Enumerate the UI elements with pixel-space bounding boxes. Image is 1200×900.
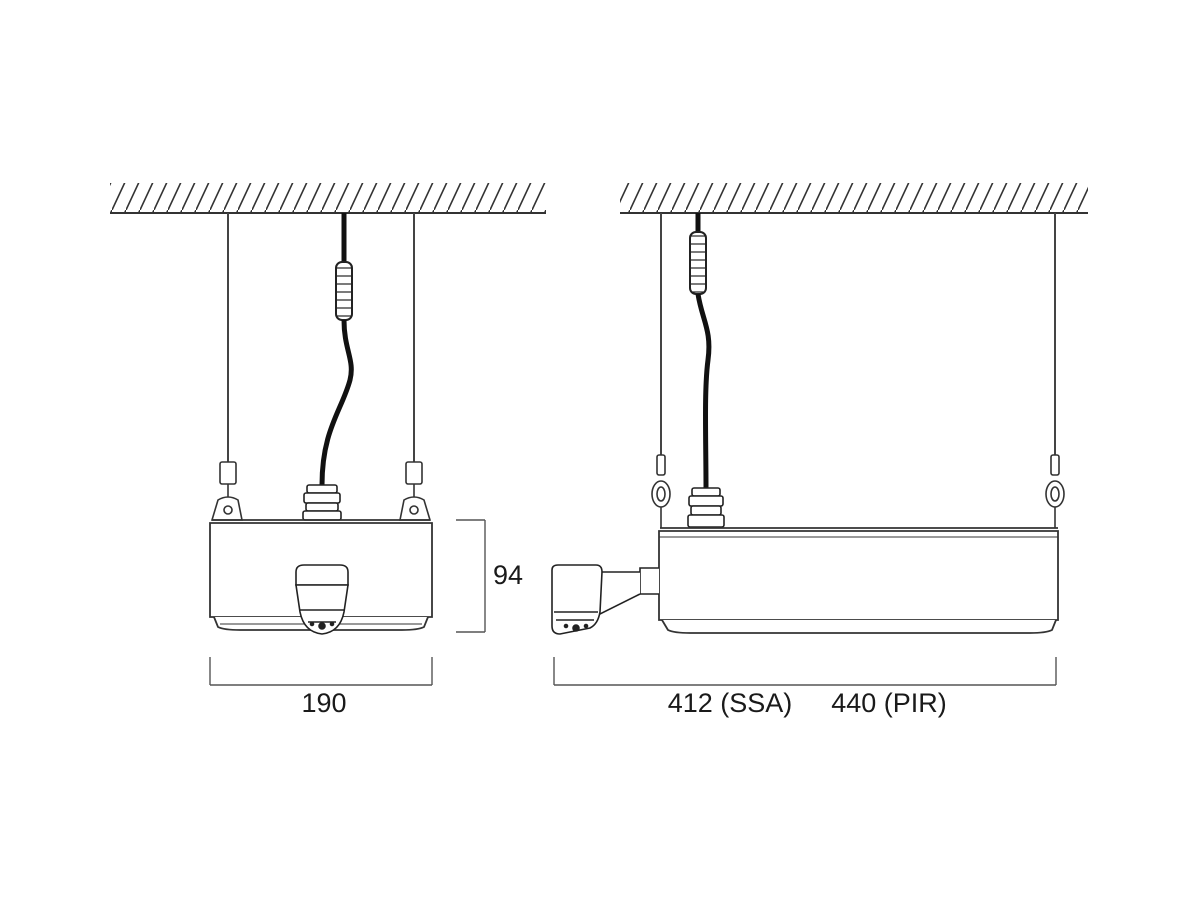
side-view: 412 (SSA) 440 (PIR) <box>551 183 1088 718</box>
side-length-label-pir: 440 (PIR) <box>831 688 947 718</box>
side-gripper-left <box>651 454 671 528</box>
side-sensor <box>551 564 659 635</box>
side-length-dimension <box>553 657 1057 686</box>
height-dimension <box>456 519 486 633</box>
front-ceiling <box>110 183 546 214</box>
front-gripper-left <box>219 461 237 500</box>
front-view: 190 94 <box>110 183 546 718</box>
height-label: 94 <box>493 560 523 590</box>
front-lug-right <box>399 496 432 521</box>
side-length-label-ssa: 412 (SSA) <box>668 688 793 718</box>
side-power-cable <box>689 213 712 489</box>
side-cable-gland <box>687 487 725 528</box>
front-power-cable <box>319 213 354 486</box>
side-ceiling <box>620 183 1088 214</box>
side-gripper-right <box>1045 454 1065 528</box>
side-luminaire-body <box>658 527 1059 634</box>
front-gripper-right <box>405 461 423 500</box>
front-width-dimension <box>209 657 433 686</box>
front-lug-left <box>210 496 243 521</box>
front-width-label: 190 <box>301 688 346 718</box>
front-cable-gland <box>302 484 342 521</box>
front-sensor <box>295 564 349 635</box>
